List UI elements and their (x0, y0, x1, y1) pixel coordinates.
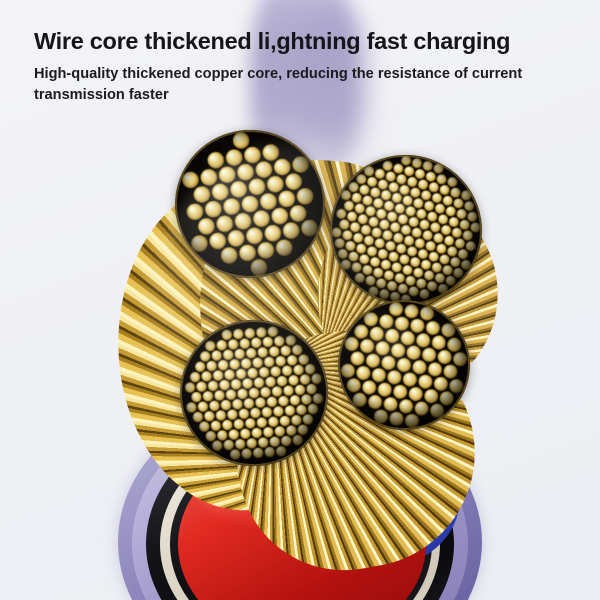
page-subtitle: High-quality thickened copper core, redu… (34, 66, 523, 104)
background-purple-blur-band-secondary (300, 0, 370, 180)
promo-text-block: Wire core thickened li,ghtning fast char… (0, 28, 600, 106)
page-title: Wire core thickened li,ghtning fast char… (34, 28, 511, 54)
